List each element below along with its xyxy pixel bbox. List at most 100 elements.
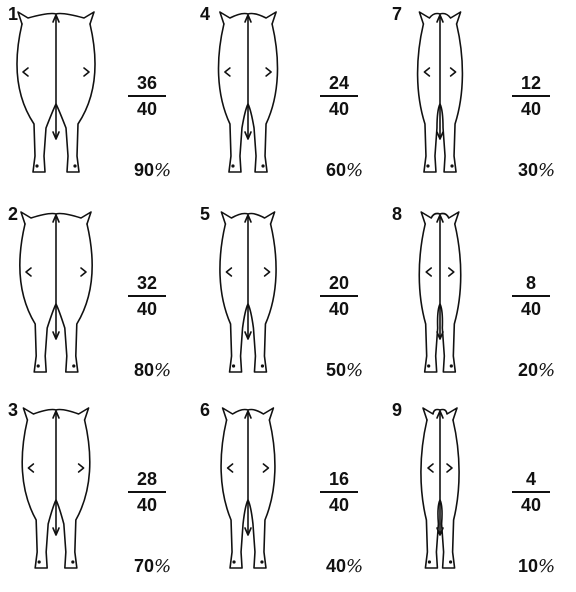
fraction-bar (512, 95, 550, 97)
hoof-mark (426, 164, 429, 167)
hoof-mark (232, 560, 235, 563)
percent-sign: % (154, 556, 171, 577)
left-width-arrow (228, 464, 233, 472)
left-width-arrow (23, 68, 28, 76)
percentage-label: 90% (134, 160, 171, 181)
right-width-arrow (265, 268, 270, 276)
fraction-denominator: 40 (512, 298, 550, 320)
fraction-bar (320, 95, 358, 97)
percentage-label: 20% (518, 360, 555, 381)
cow-rear-view-drawing (16, 6, 96, 176)
hoof-mark (38, 560, 41, 563)
fraction-denominator: 40 (128, 98, 166, 120)
right-width-arrow (263, 464, 268, 472)
right-width-arrow (447, 464, 452, 472)
hoof-mark (261, 364, 264, 367)
fraction-denominator: 40 (512, 494, 550, 516)
fraction-numerator: 28 (128, 468, 166, 490)
hoof-mark (450, 164, 453, 167)
fraction-bar (512, 295, 550, 297)
hoof-mark (428, 560, 431, 563)
percentage-value: 10 (518, 556, 538, 576)
hoof-mark (71, 560, 74, 563)
fraction-numerator: 4 (512, 468, 550, 490)
hoof-mark (35, 164, 38, 167)
percentage-label: 60% (326, 160, 363, 181)
fraction-numerator: 20 (320, 272, 358, 294)
cow-rear-outline (418, 12, 463, 172)
fraction-bar (128, 491, 166, 493)
right-width-arrow (266, 68, 271, 76)
cow-rear-outline (421, 408, 459, 568)
percent-sign: % (154, 160, 171, 181)
left-width-arrow (26, 268, 31, 276)
right-width-arrow (81, 268, 86, 276)
fraction-numerator: 12 (512, 72, 550, 94)
fraction-bar (320, 491, 358, 493)
cow-rear-outline (22, 408, 90, 568)
fraction-numerator: 24 (320, 72, 358, 94)
hoof-mark (37, 364, 40, 367)
cow-rear-outline (220, 212, 276, 372)
cow-rear-outline (221, 408, 275, 568)
left-width-arrow (424, 68, 429, 76)
fraction-denominator: 40 (128, 298, 166, 320)
cow-rear-outline (20, 212, 92, 372)
percentage-value: 40 (326, 556, 346, 576)
fraction-numerator: 36 (128, 72, 166, 94)
score-fraction: 1240 (512, 72, 550, 120)
percent-sign: % (346, 556, 363, 577)
score-fraction: 3640 (128, 72, 166, 120)
fraction-bar (128, 95, 166, 97)
percent-sign: % (538, 160, 555, 181)
left-width-arrow (426, 268, 431, 276)
percentage-label: 40% (326, 556, 363, 577)
score-fraction: 2840 (128, 468, 166, 516)
right-width-arrow (84, 68, 89, 76)
percentage-label: 70% (134, 556, 171, 577)
percent-sign: % (346, 160, 363, 181)
cow-rear-view-drawing (400, 6, 480, 176)
percent-sign: % (154, 360, 171, 381)
percentage-value: 70 (134, 556, 154, 576)
diagram-panel: 8840 20% (384, 200, 576, 396)
cow-rear-view-drawing (208, 206, 288, 376)
fraction-numerator: 32 (128, 272, 166, 294)
percent-sign: % (538, 556, 555, 577)
cow-rear-view-drawing (208, 6, 288, 176)
fraction-numerator: 8 (512, 272, 550, 294)
fraction-denominator: 40 (320, 298, 358, 320)
percentage-value: 20 (518, 360, 538, 380)
hoof-mark (261, 164, 264, 167)
percentage-label: 10% (518, 556, 555, 577)
cow-rear-view-drawing (16, 206, 96, 376)
hoof-mark (73, 164, 76, 167)
percentage-label: 50% (326, 360, 363, 381)
cow-rear-view-drawing (400, 402, 480, 572)
cow-rear-outline (17, 12, 95, 172)
percent-sign: % (538, 360, 555, 381)
score-fraction: 840 (512, 272, 550, 320)
percentage-label: 30% (518, 160, 555, 181)
fraction-numerator: 16 (320, 468, 358, 490)
fraction-denominator: 40 (320, 98, 358, 120)
hoof-mark (232, 364, 235, 367)
right-width-arrow (449, 268, 454, 276)
fraction-denominator: 40 (128, 494, 166, 516)
percentage-value: 80 (134, 360, 154, 380)
hoof-mark (449, 560, 452, 563)
percent-sign: % (346, 360, 363, 381)
fraction-denominator: 40 (512, 98, 550, 120)
hoof-mark (260, 560, 263, 563)
hoof-mark (231, 164, 234, 167)
cow-rear-outline (419, 212, 460, 372)
